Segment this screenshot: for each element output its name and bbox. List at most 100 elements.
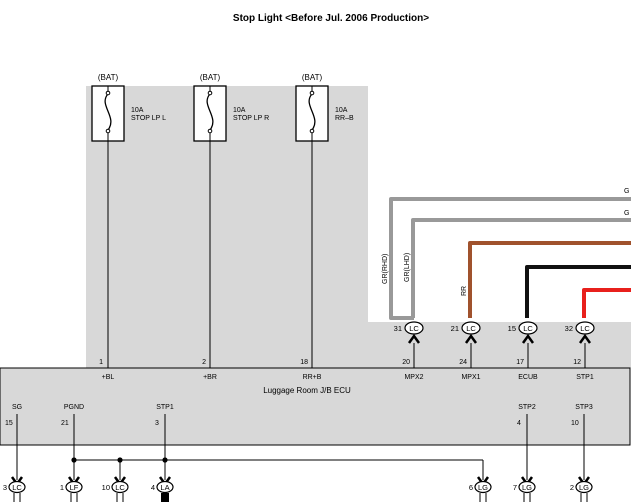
pin-number: 4: [517, 420, 521, 427]
ecu-pin-br: 2 +BR: [202, 359, 217, 381]
wire-rr: [468, 241, 631, 318]
pin-number: 18: [300, 359, 308, 366]
pin-label: STP1: [576, 374, 594, 381]
ecu-pin-pgnd: PGND 21: [61, 404, 84, 445]
connector-pin: 21: [451, 324, 459, 333]
upper-connector-21-lc: 21 LC: [451, 321, 481, 368]
connector-code: LC: [523, 324, 533, 333]
wire-red: [582, 288, 631, 318]
connector-code: LC: [466, 324, 476, 333]
ecu-pin-stp3: STP3 10: [571, 404, 593, 445]
diagram-title: Stop Light <Before Jul. 2006 Production>: [233, 13, 429, 24]
fuse-rr-b: (BAT) 10A RR–B: [295, 73, 354, 142]
connector-pin: 10: [102, 483, 110, 492]
fuse-stop-lp-r: (BAT) 10A STOP LP R: [193, 73, 269, 142]
connector-code: LC: [580, 324, 590, 333]
ecu-pin-mpx2: 20 MPX2: [402, 359, 423, 381]
pin-number: 20: [402, 359, 410, 366]
ecu-pin-bl: 1 +BL: [99, 359, 114, 381]
lower-connector-10-lc: 10 LC: [102, 476, 129, 502]
ecu-pin-stp2: STP2 4: [517, 404, 536, 445]
pin-number: 24: [459, 359, 467, 366]
connector-pin: 3: [3, 483, 7, 492]
ecu-pin-mpx1: 24 MPX1: [459, 359, 480, 381]
connector-pin: 1: [60, 483, 64, 492]
wire-label-g2: G: [624, 210, 629, 217]
fuse-name: STOP LP R: [233, 115, 269, 122]
pin-label: MPX2: [404, 374, 423, 381]
pin-number: 15: [5, 420, 13, 427]
upper-connector-15-lc: 15 LC: [508, 321, 538, 368]
pin-label: ECUB: [518, 374, 538, 381]
connector-pin: 32: [565, 324, 573, 333]
wire-label-g1: G: [624, 188, 629, 195]
fuse-name: RR–B: [335, 115, 354, 122]
pin-label: +BL: [102, 374, 115, 381]
external-wires: [389, 197, 631, 320]
connector-code: LA: [160, 483, 169, 492]
ecu-box: [0, 367, 631, 446]
ecu-pin-sg: SG 15: [5, 404, 22, 445]
wire-label-gr-lhd: GR(LHD): [404, 253, 411, 282]
pin-number: 2: [202, 359, 206, 366]
pin-label: STP3: [575, 404, 593, 411]
ecu-name: Luggage Room J/B ECU: [263, 386, 351, 395]
lower-wires: [16, 445, 585, 480]
splice-junctions: [71, 457, 168, 463]
ecu-top-pins: 1 +BL 2 +BR 18 RR+B 20 MPX2 24 MPX1 17 E…: [99, 359, 594, 381]
pin-number: 1: [99, 359, 103, 366]
pin-label: STP2: [518, 404, 536, 411]
ecu-pin-stp1-top: 12 STP1: [573, 359, 594, 381]
fuse-supply-label: (BAT): [302, 73, 323, 82]
fuse-supply-label: (BAT): [98, 73, 119, 82]
pin-number: 12: [573, 359, 581, 366]
ecu-pin-rrb: 18 RR+B: [300, 359, 322, 381]
pin-label: +BR: [203, 374, 217, 381]
wire-gr-rhd: [389, 197, 631, 320]
wire-gr-lhd: [411, 218, 631, 318]
fuse-amp: 10A: [335, 107, 348, 114]
ecu-bottom-pins: SG 15 PGND 21 STP1 3 STP2 4 STP3 10: [5, 404, 593, 445]
connector-code: LC: [12, 483, 22, 492]
pin-number: 10: [571, 420, 579, 427]
fuse-amp: 10A: [131, 107, 144, 114]
connector-code: LG: [522, 483, 532, 492]
lower-connector-1-lf: 1 LF: [60, 476, 83, 502]
connector-pin: 4: [151, 483, 155, 492]
pin-number: 17: [516, 359, 524, 366]
pin-label: SG: [12, 404, 22, 411]
ecu-pin-ecub: 17 ECUB: [516, 359, 538, 381]
pin-label: PGND: [64, 404, 84, 411]
lower-connector-2-lg: 2 LG: [570, 476, 593, 502]
junction-block-area: [86, 86, 631, 368]
fuse-internal-lines: [107, 141, 313, 368]
connector-pin: 6: [469, 483, 473, 492]
pin-number: 21: [61, 420, 69, 427]
fuse-supply-label: (BAT): [200, 73, 221, 82]
pin-number: 3: [155, 420, 159, 427]
upper-connector-31-lc: 31 LC: [394, 321, 424, 368]
connector-pin: 15: [508, 324, 516, 333]
connector-code: LC: [115, 483, 125, 492]
fuse-name: STOP LP L: [131, 115, 166, 122]
fuse-amp: 10A: [233, 107, 246, 114]
connector-code: LC: [409, 324, 419, 333]
pin-label: MPX1: [461, 374, 480, 381]
wire-black: [525, 265, 631, 318]
connector-code: LG: [579, 483, 589, 492]
lower-connector-7-lg: 7 LG: [513, 476, 536, 502]
wire-label-rr: RR: [461, 286, 468, 296]
connector-code: LG: [478, 483, 488, 492]
connector-code: LF: [70, 483, 79, 492]
connector-pin: 7: [513, 483, 517, 492]
upper-connector-32-lc: 32 LC: [565, 321, 595, 368]
fuse-stop-lp-l: (BAT) 10A STOP LP L: [91, 73, 166, 142]
lower-connector-3-lc: 3 LC: [3, 476, 26, 502]
connector-pin: 31: [394, 324, 402, 333]
lower-connector-6-lg: 6 LG: [469, 476, 492, 502]
wire-label-gr-rhd: GR(RHD): [382, 254, 389, 284]
pin-label: STP1: [156, 404, 174, 411]
connector-pin: 2: [570, 483, 574, 492]
ecu-pin-stp1-bottom: STP1 3: [155, 404, 174, 445]
